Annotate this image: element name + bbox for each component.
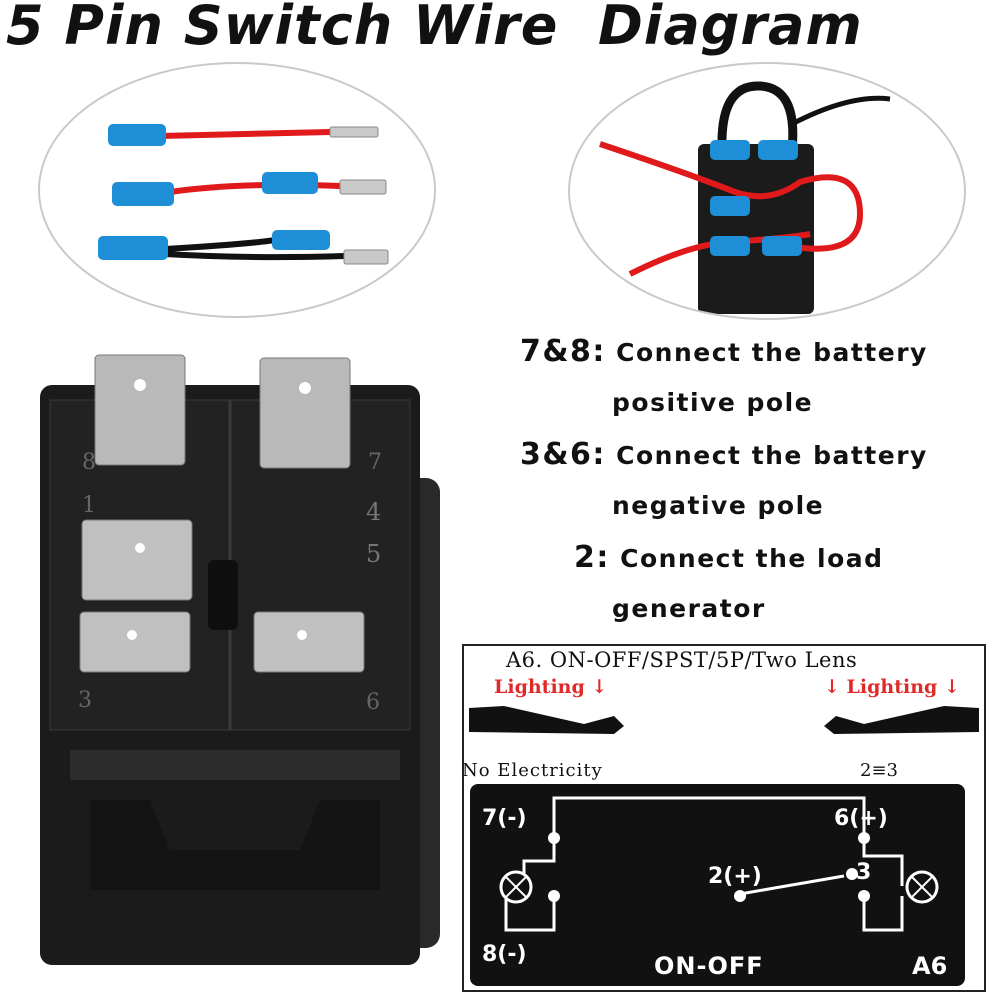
- model-label: A6: [912, 952, 948, 980]
- schematic-heading: A6. ON-OFF/SPST/5P/Two Lens: [506, 648, 858, 672]
- arrow-down-icon: ↓: [824, 676, 840, 698]
- schematic-drawing: [469, 706, 979, 986]
- arrow-down-icon: ↓: [943, 676, 960, 698]
- instruction-2-text: Connect the battery: [616, 441, 928, 470]
- diagram-title: 5 Pin Switch Wire Diagram: [6, 0, 863, 57]
- pin3-label: 3: [856, 860, 872, 885]
- instruction-3-text: Connect the load: [620, 544, 884, 573]
- lighting-left-text: Lighting: [494, 676, 585, 698]
- pin7-label: 7(-): [482, 806, 527, 831]
- instruction-3: 2: Connect the load: [574, 540, 884, 575]
- wire-harness-illustration: [98, 124, 389, 265]
- instruction-1-text: Connect the battery: [616, 338, 928, 367]
- lighting-left-label: Lighting ↓: [494, 676, 607, 698]
- switch-pin-label-8: 8: [82, 450, 96, 475]
- instruction-3-cont: generator: [612, 594, 766, 623]
- switch-pin-label-1: 1: [82, 493, 96, 518]
- rocker-switch-illustration: [40, 354, 440, 965]
- wire-harness-oval: [38, 62, 436, 318]
- lighting-right-text: Lighting: [846, 676, 938, 698]
- mode-label: ON-OFF: [654, 952, 764, 980]
- switch-pin-label-7: 7: [368, 450, 382, 475]
- instruction-2-cont: negative pole: [612, 491, 825, 520]
- rocker-switch-photo: 8 7 1 4 5 3 6: [30, 330, 450, 984]
- wired-switch-oval: [568, 62, 966, 320]
- pin2-label: 2(+): [708, 864, 762, 889]
- pin6-label: 6(+): [834, 806, 888, 831]
- switch-pin-label-6: 6: [366, 690, 380, 715]
- switch-pin-label-5: 5: [366, 540, 382, 568]
- instruction-1-pins: 7&8:: [520, 334, 606, 369]
- schematic-panel: A6. ON-OFF/SPST/5P/Two Lens Lighting ↓ ↓…: [462, 644, 986, 992]
- pin8-label: 8(-): [482, 942, 527, 967]
- instruction-3-pins: 2:: [574, 540, 610, 575]
- instruction-1: 7&8: Connect the battery: [520, 334, 928, 369]
- switch-pin-label-4: 4: [366, 498, 382, 526]
- switch-pin-label-3: 3: [78, 688, 92, 713]
- arrow-down-icon: ↓: [591, 676, 608, 698]
- connection-equal-label: 2≡3: [860, 760, 898, 781]
- instruction-1-cont: positive pole: [612, 388, 814, 417]
- instruction-2-pins: 3&6:: [520, 437, 606, 472]
- wired-switch-illustration: [599, 81, 891, 314]
- no-electricity-label: No Electricity: [462, 760, 603, 781]
- instruction-2: 3&6: Connect the battery: [520, 437, 928, 472]
- lighting-right-label: ↓ Lighting ↓: [824, 676, 960, 698]
